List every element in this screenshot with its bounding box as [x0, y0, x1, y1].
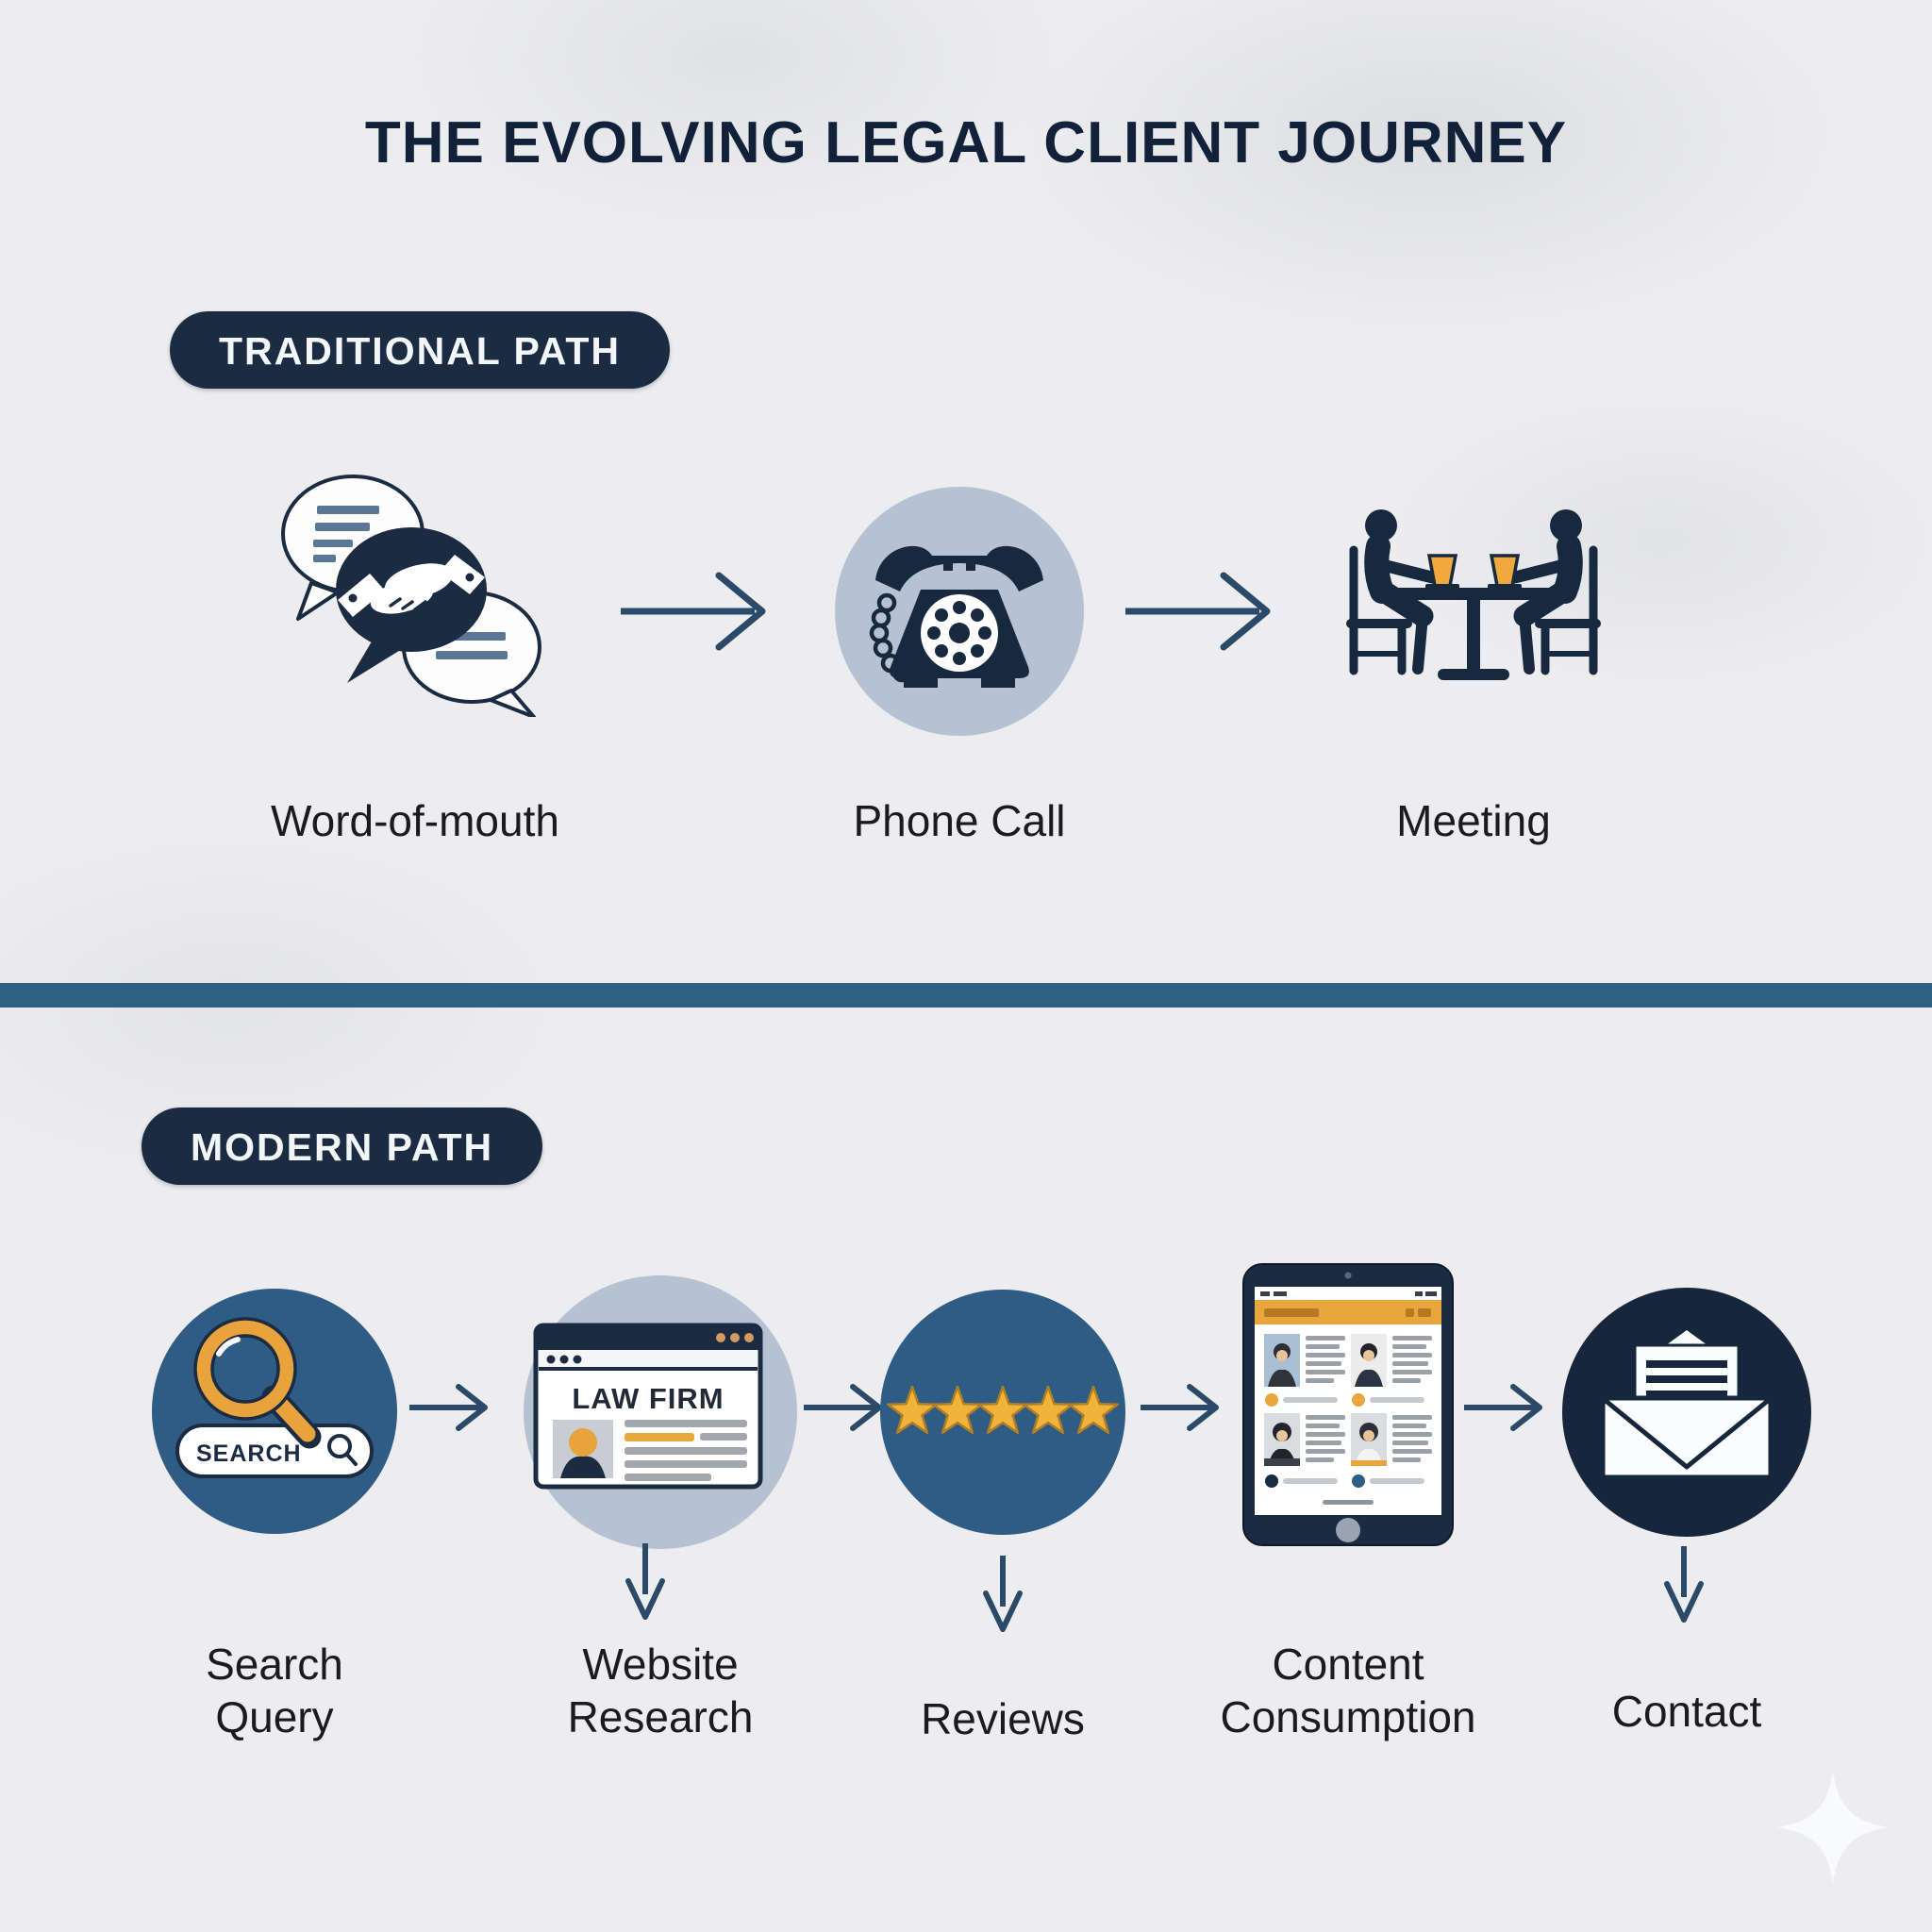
five-star-rating-icon	[880, 1290, 1125, 1535]
arrow-down-icon	[1664, 1546, 1704, 1623]
arrow-right-icon	[1141, 1384, 1219, 1431]
arrow-right-icon	[804, 1384, 882, 1431]
arrow-right-icon	[409, 1384, 488, 1431]
step-label: Content Consumption	[1220, 1640, 1476, 1742]
search-bar-magnifier-icon: SEARCH	[152, 1289, 397, 1534]
arrow-right-icon	[621, 572, 766, 651]
step-label: Search Query	[206, 1640, 343, 1742]
modern-path-badge: MODERN PATH	[142, 1108, 543, 1185]
website-title: LAW FIRM	[572, 1382, 724, 1415]
arrow-right-icon	[1125, 572, 1271, 651]
step-label: Contact	[1611, 1687, 1762, 1736]
step-label: Phone Call	[853, 796, 1066, 845]
sparkle-icon	[1776, 1771, 1890, 1884]
step-label: Word-of-mouth	[271, 796, 559, 845]
arrow-down-icon	[625, 1543, 665, 1620]
open-envelope-icon	[1562, 1288, 1811, 1537]
step-label: Meeting	[1396, 796, 1551, 845]
law-firm-website-icon: LAW FIRM	[524, 1275, 797, 1549]
search-bar-text: SEARCH	[196, 1441, 302, 1467]
arrow-down-icon	[983, 1556, 1023, 1632]
handshake-glyph	[338, 555, 485, 617]
step-label: Website Research	[567, 1640, 754, 1742]
meeting-table-icon	[1346, 509, 1601, 680]
section-divider	[0, 983, 1932, 1008]
speech-bubbles-handshake-icon	[281, 475, 541, 717]
tablet-profiles-icon	[1242, 1263, 1454, 1546]
rotary-phone-icon	[835, 487, 1084, 736]
arrow-right-icon	[1464, 1384, 1542, 1431]
page-title: THE EVOLVING LEGAL CLIENT JOURNEY	[364, 110, 1568, 175]
step-label: Reviews	[921, 1694, 1085, 1743]
traditional-path-badge: TRADITIONAL PATH	[170, 311, 671, 389]
